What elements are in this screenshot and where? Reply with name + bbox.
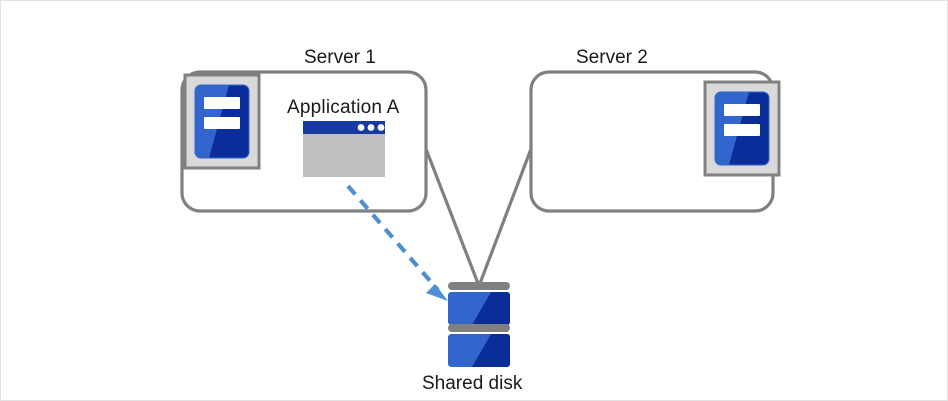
window-dot-1 xyxy=(357,124,365,131)
window-dot-3 xyxy=(377,124,385,131)
connector-server1-to-disk xyxy=(424,148,481,287)
server-icon xyxy=(183,73,261,170)
server-1-label: Server 1 xyxy=(304,47,376,68)
window-dot-2 xyxy=(367,124,375,131)
application-a-label: Application A xyxy=(287,97,400,118)
server-icon-bar-top xyxy=(204,97,240,109)
node-server-2[interactable]: Server 2 xyxy=(529,47,781,213)
disk-stack-icon xyxy=(448,282,510,367)
disk-bar-middle xyxy=(448,324,510,332)
shared-disk-label: Shared disk xyxy=(422,373,523,394)
server-icon xyxy=(703,80,781,177)
server-icon-bar-bottom xyxy=(724,124,760,136)
disk-bar-top xyxy=(448,282,510,290)
application-window-icon xyxy=(303,121,385,177)
connector-application-a-to-disk xyxy=(346,184,448,301)
server-icon-bar-bottom xyxy=(204,117,240,129)
node-server-1[interactable]: Server 1 Application A xyxy=(180,47,428,213)
server-icon-bar-top xyxy=(724,104,760,116)
arrowhead-icon xyxy=(426,284,448,301)
node-application-a[interactable]: Application A xyxy=(287,97,400,177)
application-window-titlebar xyxy=(303,121,385,134)
connector-server2-to-disk xyxy=(477,148,533,287)
node-shared-disk[interactable]: Shared disk xyxy=(422,282,523,394)
server-2-label: Server 2 xyxy=(576,47,648,68)
